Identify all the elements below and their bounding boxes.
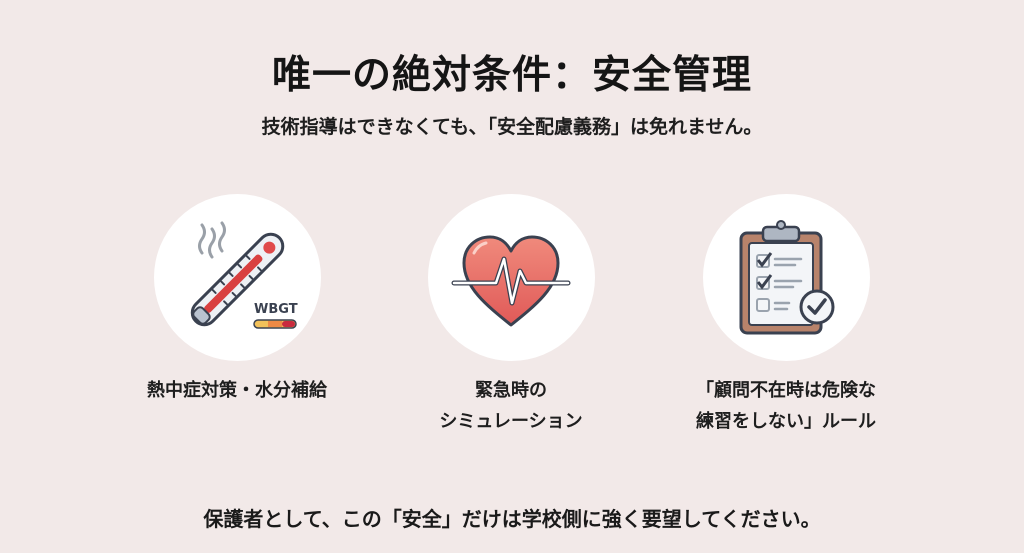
footer-message: 保護者として、この「安全」だけは学校側に強く要望してください。 xyxy=(203,507,821,531)
card-heatstroke: WBGT 熱中症対策・水分補給 xyxy=(107,194,367,406)
heart-pulse-icon xyxy=(451,235,571,326)
card-label: 「顧問不在時は危険な 練習をしない」ルール xyxy=(696,380,876,432)
card-rule: 「顧問不在時は危険な 練習をしない」ルール xyxy=(656,194,916,437)
icon-circle: WBGT xyxy=(153,194,321,361)
icon-circle xyxy=(702,194,870,361)
thermometer-wbgt-icon: WBGT xyxy=(190,221,298,329)
page-subtitle: 技術指導はできなくても、「安全配慮義務」は免れません。 xyxy=(261,116,763,138)
clipboard-checklist-icon xyxy=(739,219,835,334)
svg-text:WBGT: WBGT xyxy=(254,302,298,317)
card-label: 緊急時の シミュレーション xyxy=(439,380,583,432)
page-title: 唯一の絶対条件：安全管理 xyxy=(271,52,752,98)
icon-circle xyxy=(427,194,595,361)
card-label: 熱中症対策・水分補給 xyxy=(147,380,327,401)
card-emergency: 緊急時の シミュレーション xyxy=(381,194,641,437)
